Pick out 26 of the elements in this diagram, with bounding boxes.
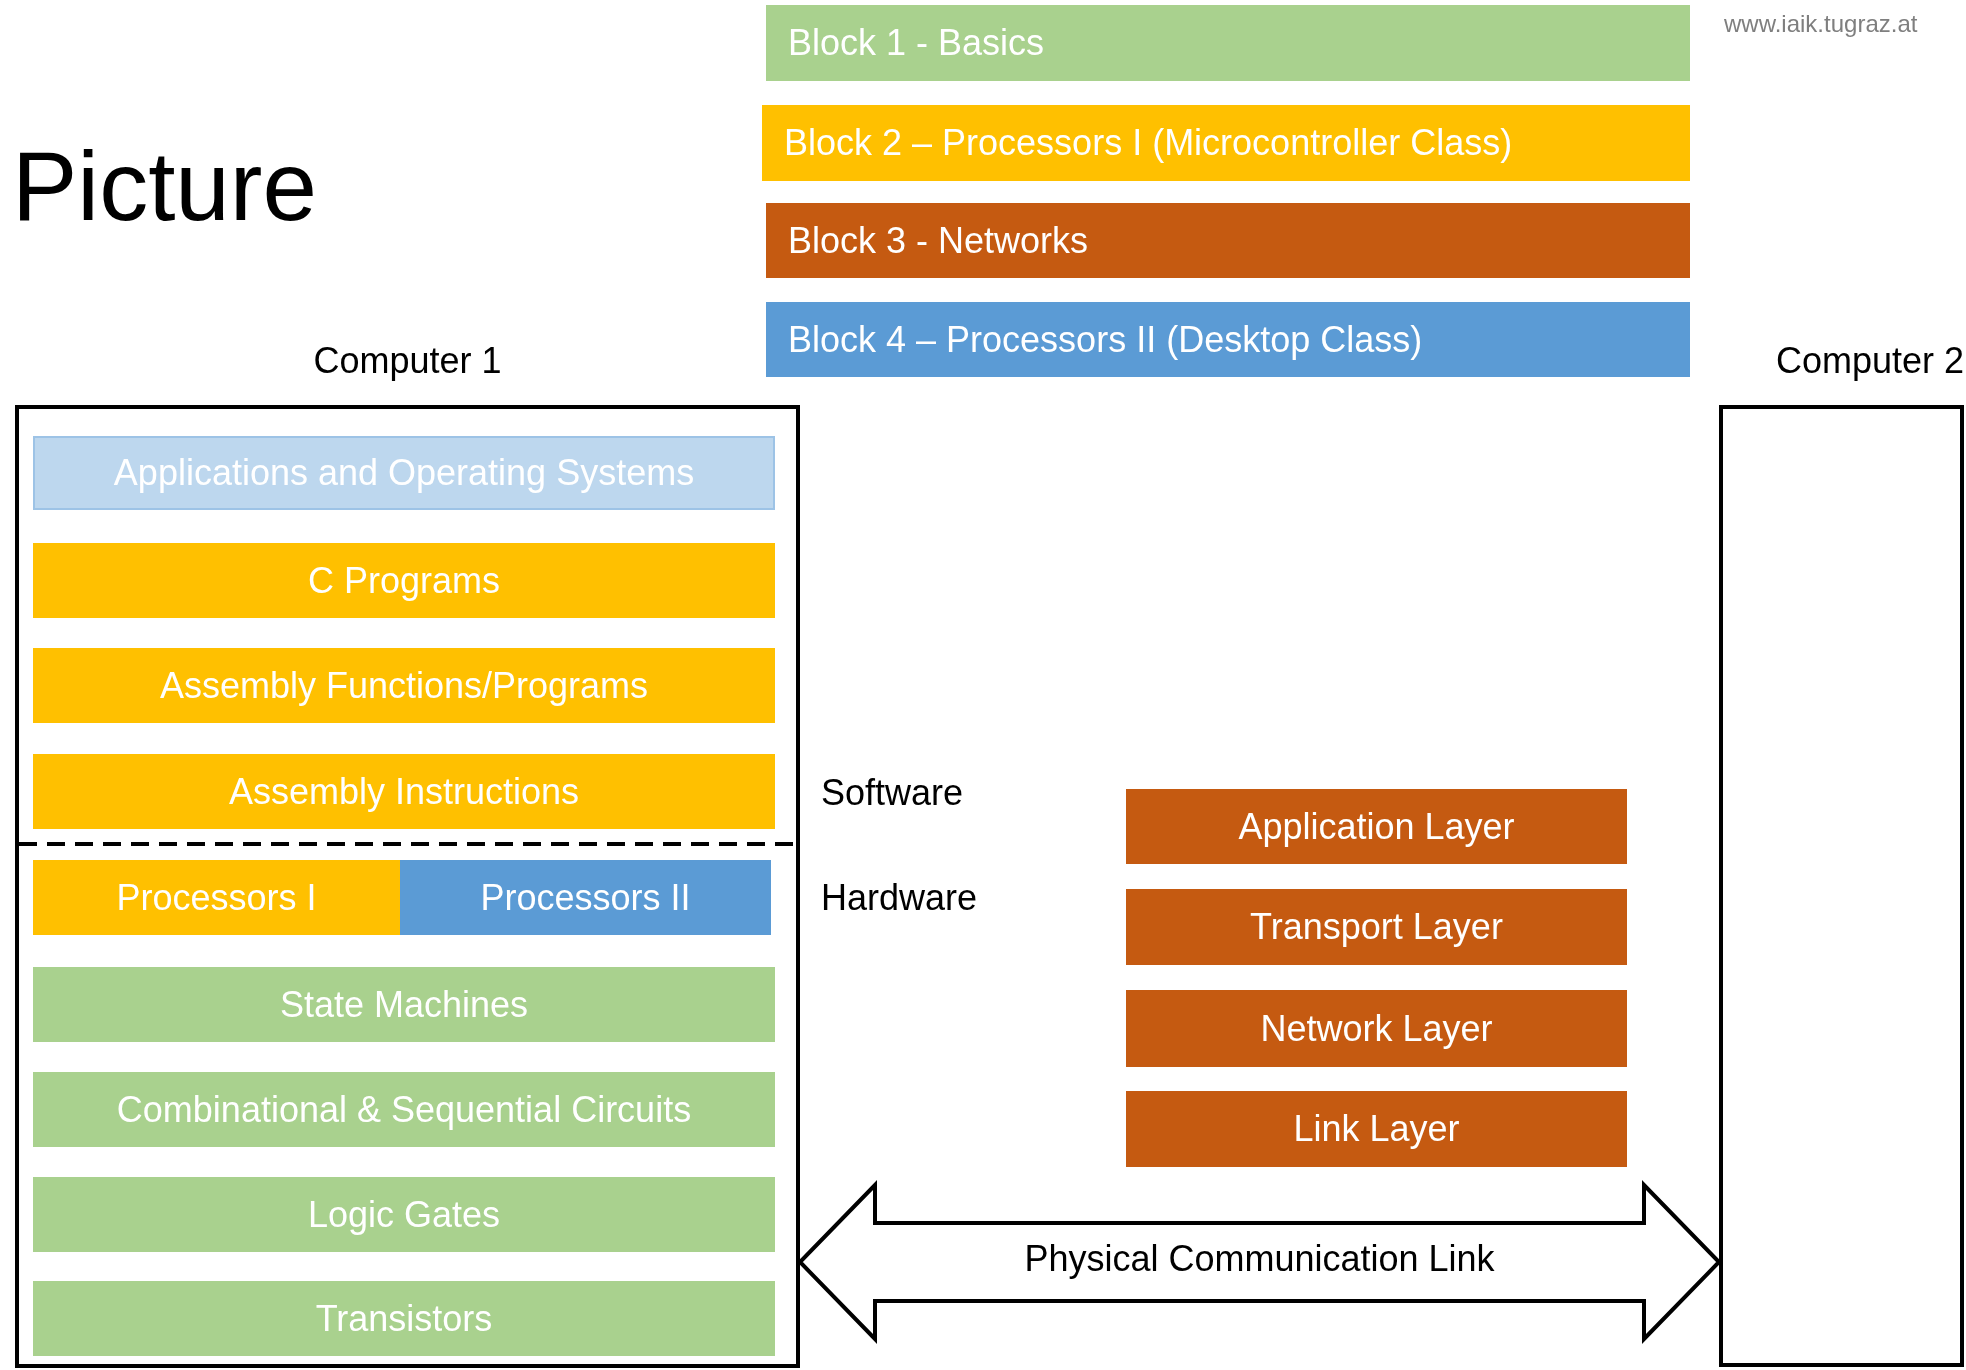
url-text: www.iaik.tugraz.at — [1724, 10, 1918, 38]
layer-bar: Processors II — [400, 860, 771, 935]
layer-label: Software — [821, 772, 964, 814]
layer-bar: State Machines — [33, 967, 775, 1042]
layer-bar: Link Layer — [1126, 1091, 1627, 1167]
edge-label: Physical Communication Link — [1023, 1238, 1496, 1280]
double-arrow — [797, 1180, 1722, 1344]
layer-bar: Transistors — [33, 1281, 775, 1356]
layer-bar: C Programs — [33, 543, 775, 618]
layer-bar: Application Layer — [1126, 789, 1627, 864]
computer-heading: Computer 2 — [1774, 340, 1964, 383]
block-legend-bar: Block 2 – Processors I (Microcontroller Class) — [762, 105, 1690, 181]
layer-bar: Assembly Instructions — [33, 754, 775, 829]
layer-bar: Applications and Operating Systems — [33, 436, 775, 510]
page-title: Picture — [12, 130, 317, 243]
layer-bar: Logic Gates — [33, 1177, 775, 1252]
layer-bar: Network Layer — [1126, 990, 1627, 1067]
layer-bar: Combinational & Sequential Circuits — [33, 1072, 775, 1147]
layer-bar: Transport Layer — [1126, 889, 1627, 965]
computer-heading: Computer 1 — [312, 340, 503, 383]
layer-bar: Processors I — [33, 860, 400, 935]
block-legend-bar: Block 4 – Processors II (Desktop Class) — [766, 302, 1690, 377]
layer-bar: Assembly Functions/Programs — [33, 648, 775, 723]
block-legend-bar: Block 1 - Basics — [766, 5, 1690, 81]
block-legend-bar: Block 3 - Networks — [766, 203, 1690, 278]
layer-label: Hardware — [821, 877, 978, 919]
